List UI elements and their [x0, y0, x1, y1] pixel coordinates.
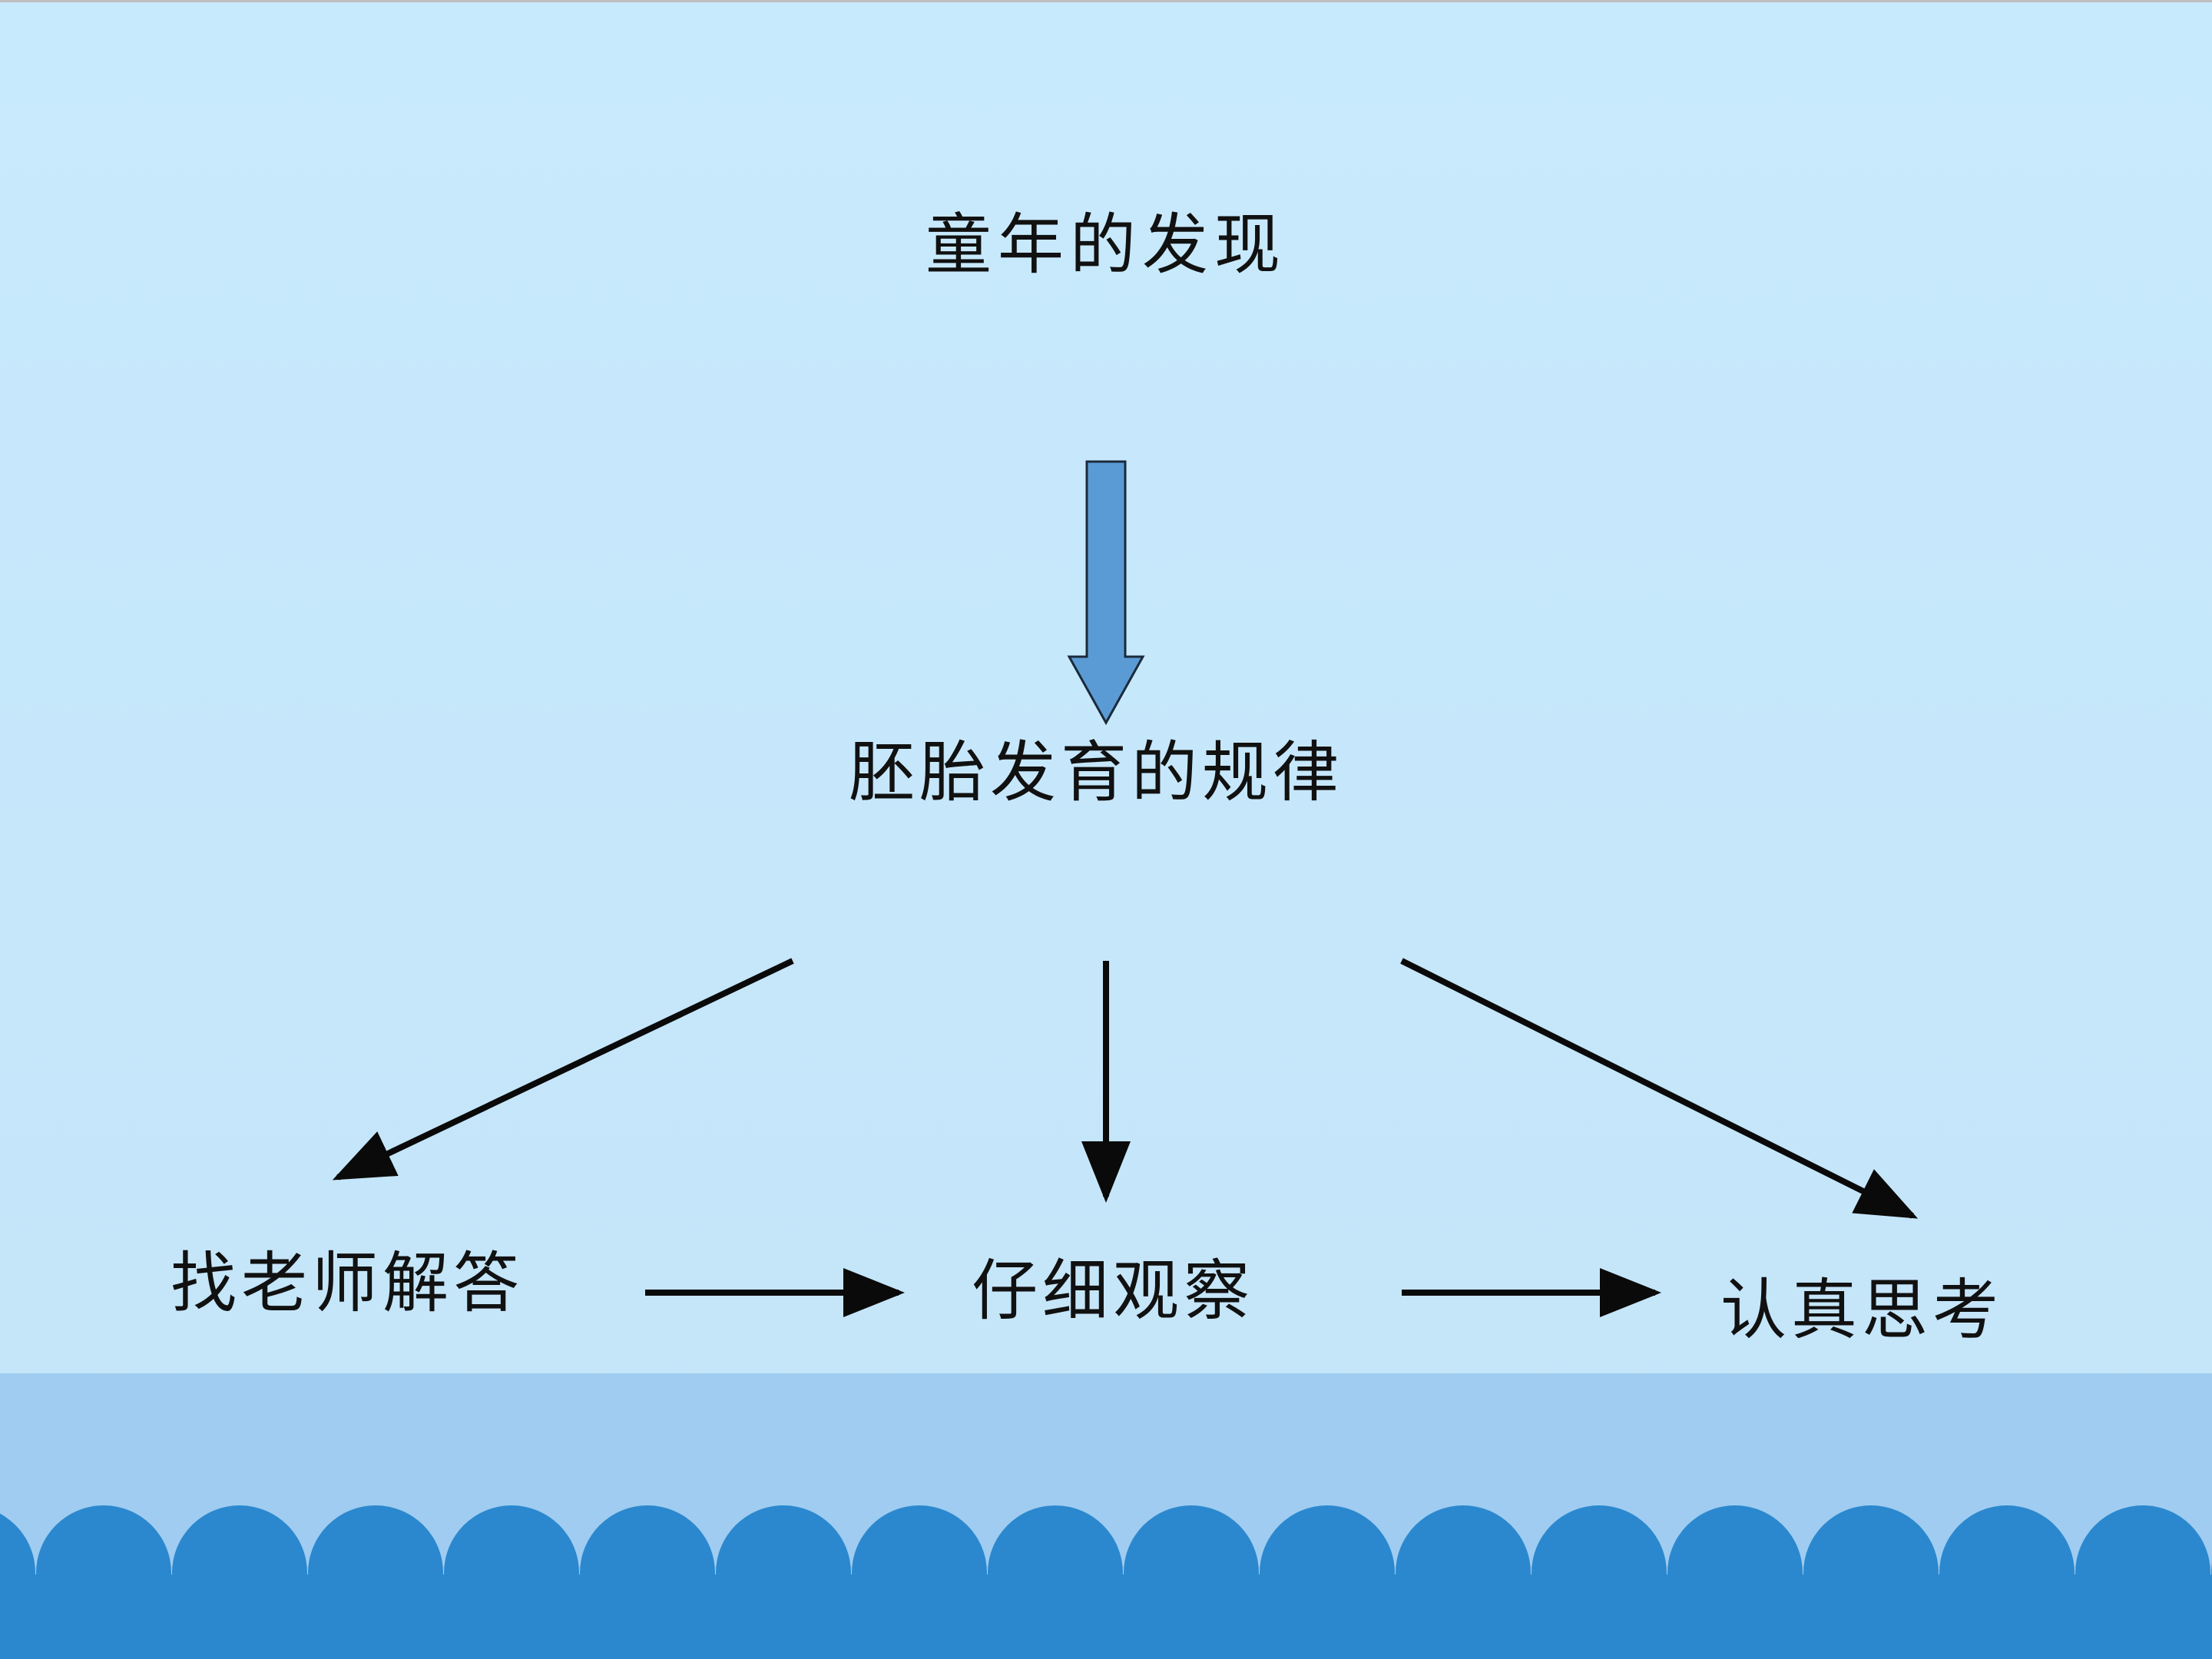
wave-scallop [377, 1575, 512, 1659]
branch-center-node: 仔细观察 [972, 1253, 1254, 1330]
branch-left-node: 找老师解答 [171, 1245, 524, 1322]
wave-scallop [0, 1575, 104, 1659]
arrow-to-left [332, 958, 794, 1181]
wave-scallop [2144, 1575, 2212, 1659]
wave-scallop [1737, 1575, 1872, 1659]
wave-scallop [1465, 1575, 1600, 1659]
middle-node: 胚胎发育的规律 [849, 734, 1343, 811]
branch-right-node: 认真思考 [1720, 1272, 2003, 1349]
wave-scallop [785, 1575, 920, 1659]
wave-scallop [1873, 1575, 2008, 1659]
wave-scallop [105, 1575, 240, 1659]
wave-scallop [2008, 1575, 2144, 1659]
wave-scallop [1329, 1575, 1464, 1659]
wave-scallop [513, 1575, 648, 1659]
diagram-title: 童年的发现 [926, 207, 1286, 283]
wave-scallop [1193, 1575, 1328, 1659]
wave-scallop [649, 1575, 784, 1659]
block-down-arrow [1067, 460, 1145, 726]
wave-scallop [241, 1575, 376, 1659]
wave-scallop [1057, 1575, 1192, 1659]
wave-scallop [921, 1575, 1056, 1659]
arrow-to-right [1400, 958, 1919, 1219]
wave-scallop [1601, 1575, 1736, 1659]
